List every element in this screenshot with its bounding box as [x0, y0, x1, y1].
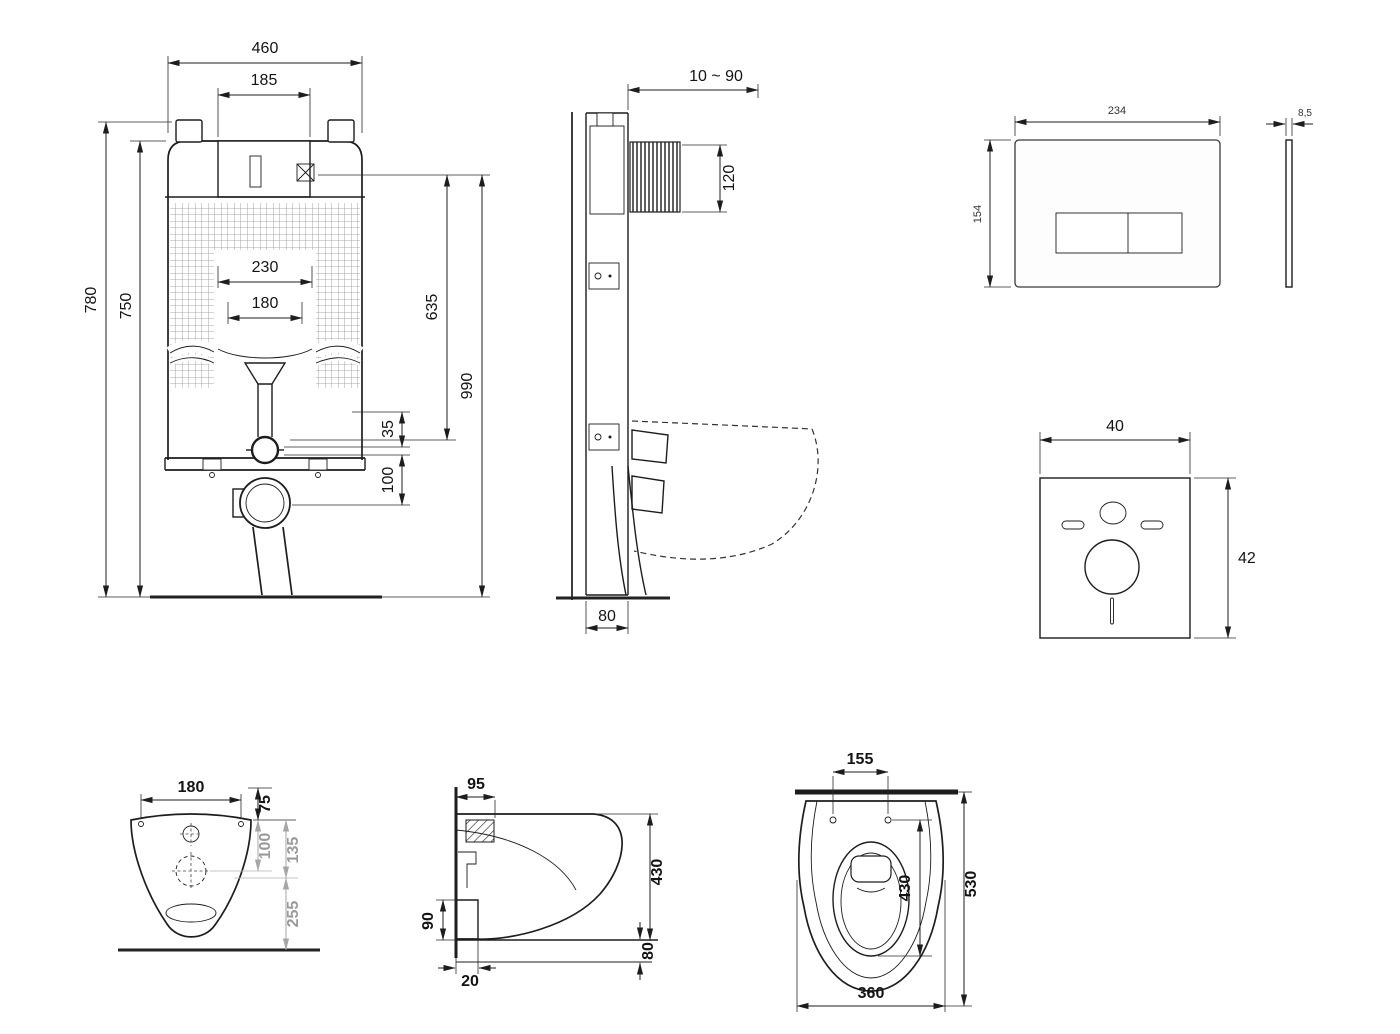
dim-bottom-offset: 255 [285, 901, 302, 928]
dim-hole-spacing-top: 155 [847, 751, 874, 768]
dim-plate-thickness: 8,5 [1298, 108, 1312, 119]
cistern-side-dimensions: 10 ~ 90 120 80 [585, 68, 759, 634]
dim-bowl-height: 430 [649, 859, 666, 886]
dim-mat-width: 40 [1106, 418, 1124, 435]
dim-total-length: 530 [963, 871, 980, 898]
dim-bowl-width: 360 [858, 985, 885, 1002]
flush-plate-dimensions: 234 154 [972, 105, 1221, 288]
cistern-front-dimensions: 460 185 780 750 230 180 635 [83, 40, 490, 598]
dim-access-width: 185 [251, 72, 278, 89]
bowl-side-dimensions: 95 430 90 20 80 [420, 776, 666, 990]
dim-height-valve: 635 [424, 294, 441, 321]
mat-slot-right [1140, 520, 1164, 530]
mounting-hatch-block [465, 819, 495, 843]
cistern-side-view: 10 ~ 90 120 80 [556, 68, 819, 634]
rail-bracket-upper [588, 262, 620, 290]
bowl-front-view: 180 75 100 135 255 [118, 779, 320, 952]
dim-hole-spacing-front: 180 [178, 779, 205, 796]
bowl-base-ellipse [165, 903, 217, 923]
flush-plate-view: 234 154 8,5 [972, 105, 1313, 288]
seat-opening-inner [840, 852, 902, 950]
mat-slot-left [1061, 520, 1085, 530]
fixing-hole-left [138, 821, 144, 827]
bowl-top-inner-rim [810, 800, 932, 979]
bowl-side-outline [456, 813, 623, 940]
bowl-top-view: 155 430 530 360 [795, 751, 980, 1012]
bowl-top-dimensions: 155 430 530 360 [796, 751, 980, 1012]
dim-frame-depth: 80 [598, 608, 616, 625]
cistern-frame-outline [164, 119, 366, 478]
dim-inner-length: 430 [897, 875, 914, 902]
mounting-cone-upper [631, 429, 669, 464]
flush-bend-and-outlet [150, 348, 382, 599]
dim-foot-depth: 20 [461, 973, 479, 990]
outlet-socket-outer [239, 477, 291, 529]
flush-buttons [1055, 212, 1183, 254]
flush-plate-side-profile [1285, 139, 1293, 288]
dim-offset-outlet: 100 [380, 467, 397, 494]
mat-cutout-circle [1084, 539, 1140, 595]
dim-bend-width: 230 [252, 259, 279, 276]
fixing-hole-right [238, 821, 244, 827]
bowl-front-dimensions: 180 75 100 135 255 [140, 779, 302, 951]
dim-offset-small: 35 [380, 420, 397, 438]
flush-bend-circle [250, 435, 280, 465]
dim-depth-adjust: 10 ~ 90 [689, 68, 743, 85]
mount-bracket-right [327, 119, 355, 143]
sound-mat-dimensions: 40 42 [1039, 418, 1256, 639]
cistern-front-view: 460 185 780 750 230 180 635 [83, 40, 490, 599]
mat-slit [1110, 597, 1114, 625]
bowl-top-outline [798, 800, 944, 992]
access-box [217, 140, 311, 198]
dim-drain-width: 180 [252, 295, 279, 312]
bowl-foot [456, 899, 479, 940]
dim-foot-height: 90 [420, 912, 437, 930]
dim-plate-width: 234 [1108, 105, 1126, 117]
mat-cutout-oval [1099, 501, 1127, 525]
side-frame-outline [556, 112, 819, 600]
dim-width-top: 460 [252, 40, 279, 57]
dim-mid-offset: 100 [257, 833, 274, 860]
dim-plate-height: 154 [972, 205, 984, 223]
dim-clearance: 80 [640, 942, 657, 960]
outlet-socket-inner [245, 483, 285, 523]
sump-shape [850, 855, 892, 883]
dim-height-outer: 780 [83, 287, 100, 314]
outlet-bracket-side [458, 851, 477, 888]
dim-mat-height: 42 [1238, 550, 1256, 567]
dim-lower-offset: 135 [285, 837, 302, 864]
mounting-cone-lower [631, 475, 665, 514]
dim-height-total: 990 [459, 373, 476, 400]
dim-inlet-height: 120 [721, 165, 738, 192]
dim-height-frame: 750 [118, 293, 135, 320]
fixing-hole-top-left [829, 816, 837, 824]
tank-profile [589, 125, 625, 215]
fixing-hole-top-right [884, 816, 892, 824]
mount-bracket-left [175, 119, 203, 143]
rail-bracket-lower [588, 423, 620, 451]
bowl-side-view: 95 430 90 20 80 [420, 776, 666, 990]
dim-top-depth: 95 [467, 776, 485, 793]
sound-mat-view: 40 42 [1039, 418, 1256, 639]
sound-mat-body [1039, 477, 1191, 639]
flush-plate-thickness-dimension: 8,5 [1266, 108, 1313, 136]
inlet-corrugated-pipe [629, 141, 681, 213]
bowl-dashed-outline [631, 420, 813, 430]
dim-rim-offset: 75 [257, 795, 274, 813]
valve-x-mark [296, 163, 315, 182]
seat-opening-outer [832, 841, 910, 957]
